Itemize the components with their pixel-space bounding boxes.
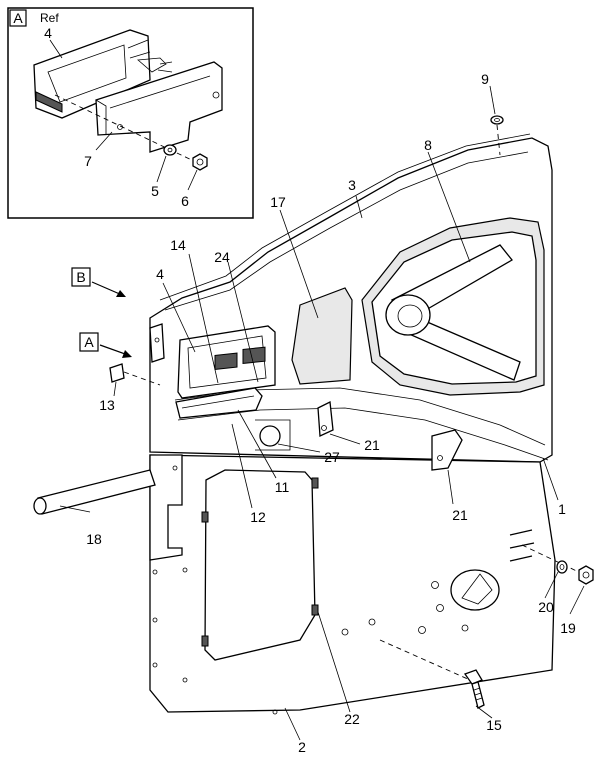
trim-clip — [109, 363, 125, 383]
inset-callout-4: 4 — [44, 25, 52, 41]
fastener-axis-19 — [521, 544, 586, 576]
callout-13: 13 — [99, 397, 115, 413]
callout-4: 4 — [156, 266, 164, 282]
callout-21-lower: 21 — [452, 507, 468, 523]
nut-19 — [578, 565, 594, 585]
callout-17: 17 — [270, 194, 286, 210]
callout-21-upper: 21 — [364, 437, 380, 453]
callout-2: 2 — [298, 739, 306, 755]
fastener-axis-15 — [379, 639, 471, 681]
reflector-recess — [259, 425, 281, 447]
inset-bracket — [95, 57, 223, 153]
window-switch-right — [242, 346, 266, 365]
inset-detail-a: A Ref 4 7 5 — [7, 7, 254, 219]
armrest — [175, 387, 263, 419]
callout-27: 27 — [324, 449, 340, 465]
callout-12: 12 — [250, 509, 266, 525]
speaker-opening — [204, 469, 316, 661]
map-pocket — [291, 287, 353, 385]
window-switch-left — [214, 352, 238, 370]
callout-20: 20 — [538, 599, 554, 615]
view-marker-a: A — [79, 332, 132, 358]
bracket-lower — [431, 429, 463, 471]
view-marker-b: B — [71, 267, 126, 297]
callout-11: 11 — [275, 479, 290, 495]
inset-letter: A — [13, 10, 23, 26]
inset-callout-5: 5 — [151, 183, 159, 199]
inset-washer — [163, 144, 177, 156]
callout-8: 8 — [424, 137, 432, 153]
callout-1: 1 — [558, 501, 566, 517]
callout-15: 15 — [486, 717, 502, 733]
callout-19: 19 — [560, 620, 576, 636]
callout-3: 3 — [348, 177, 356, 193]
callout-24: 24 — [214, 249, 230, 265]
push-pin-9 — [490, 115, 504, 156]
leader-lines — [59, 85, 585, 741]
callout-numbers: 1 2 3 4 8 9 11 12 13 14 15 17 18 19 20 2… — [86, 71, 576, 755]
inset-handle-bezel — [33, 29, 151, 119]
inset-ref-text: Ref — [40, 11, 59, 25]
inset-callout-6: 6 — [181, 193, 189, 209]
screw-15 — [463, 669, 485, 709]
callout-18: 18 — [86, 531, 102, 547]
door-trim-panel — [33, 115, 594, 715]
callout-14: 14 — [170, 237, 186, 253]
inset-letter-box — [9, 9, 27, 27]
svg-text:A: A — [84, 334, 94, 350]
bracket-upper — [317, 400, 334, 437]
callout-9: 9 — [481, 71, 489, 87]
inset-nut — [192, 153, 208, 171]
washer-20 — [556, 560, 568, 574]
pull-rod — [37, 469, 156, 515]
callout-22: 22 — [344, 711, 360, 727]
door-handle-cutout — [450, 569, 500, 611]
svg-text:B: B — [76, 269, 85, 285]
inset-callout-7: 7 — [84, 153, 92, 169]
